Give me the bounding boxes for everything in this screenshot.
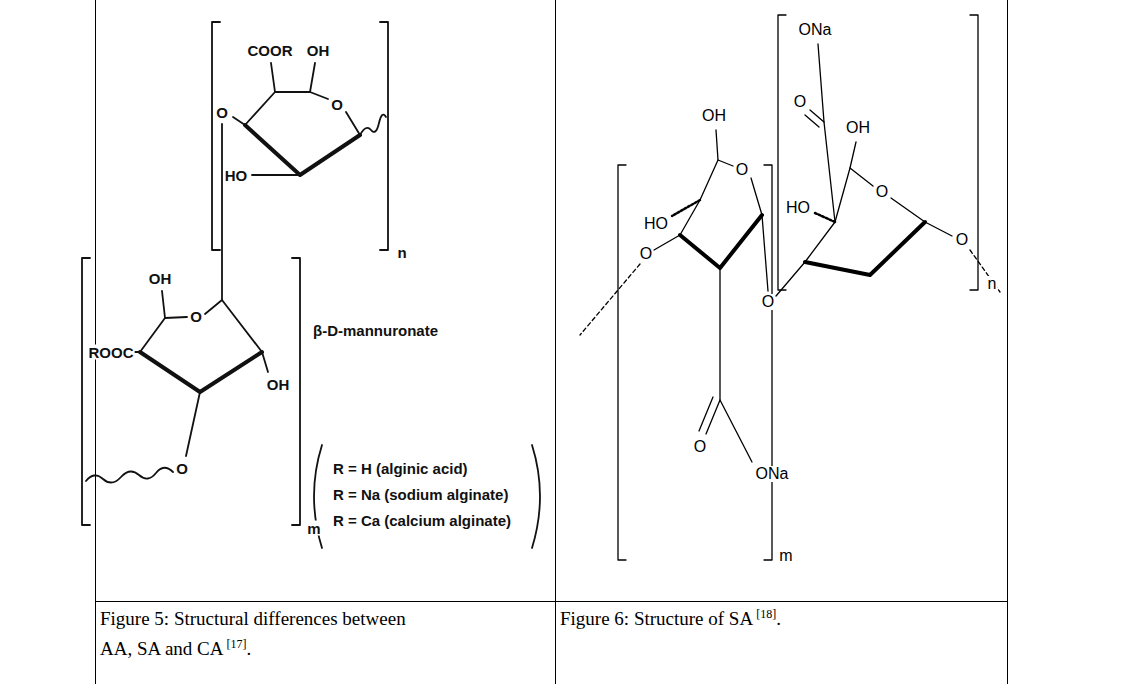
bracket [764,165,772,560]
bond [850,142,856,168]
bracket [82,258,90,525]
wavy-bond [86,468,173,483]
bond [720,400,752,462]
chem-label: n [987,276,998,292]
table-border [95,601,1008,602]
ring-bond-bold [805,222,925,275]
ring-bond [680,160,762,235]
chem-label: R = Na (sodium alginate) [332,487,509,502]
chem-label: ONa [798,22,833,38]
bracket [618,165,626,560]
dashed-bond [580,264,640,335]
bracket [212,22,220,250]
citation-ref: [17] [227,637,247,651]
caption-text: Figure 5: Structural differences between… [100,608,406,659]
bond [716,130,718,160]
ring-bond [805,168,925,262]
bond [162,291,165,318]
chem-label: O [215,105,229,120]
chem-label: R = H (alginic acid) [332,461,469,476]
sodium-alginate-structure [580,15,1000,560]
bond [252,174,300,176]
table-border [1007,0,1008,684]
ring-bond-bold [140,352,262,392]
chem-label: n [396,245,407,260]
bond [233,117,245,125]
bond [818,44,835,222]
parenthesis [532,445,540,548]
chem-label: ONa [755,466,790,482]
carboxylate-bond [805,110,824,127]
glycosidic-bond [221,124,223,300]
bond [262,352,268,372]
chem-label: OH [148,271,173,286]
caption-text: . [776,608,781,629]
bond [310,63,315,92]
chem-label: ROOC [88,345,135,360]
table-grid [95,0,1008,684]
chem-label: HO [224,168,249,183]
citation-ref: [18] [756,607,776,621]
chem-label: COOR [247,43,294,58]
bracket [380,22,388,250]
chem-label: OH [701,108,727,124]
ring-bond-bold [680,215,762,268]
hashed-bond [672,200,700,216]
figure-caption: Figure 5: Structural differences between… [100,604,422,664]
ring-bond [140,300,262,352]
hashed-bond [815,213,835,222]
chem-label: HO [643,216,669,232]
caption-text: . [247,638,252,659]
table-border [555,0,556,684]
chem-label: O [955,232,969,248]
caption-text: Figure 6: Structure of SA [560,608,753,629]
chem-label: m [306,521,321,536]
table-border [95,0,96,684]
dashed-bond [970,250,1000,292]
bracket [970,15,978,290]
ring-bond-bold [245,125,360,175]
wavy-bond [360,115,386,135]
bond [776,262,805,296]
bracket [778,15,786,290]
bond [271,63,275,92]
alginate-structure-scan [82,22,540,548]
chem-label: O [735,162,749,178]
chem-label: O [639,246,653,262]
chem-label: m [778,548,793,564]
bond [925,222,952,236]
bond [186,392,200,456]
chem-label: OH [266,377,291,392]
chem-label: O [761,294,775,310]
bond [762,215,768,291]
ring-bond [245,92,360,135]
chem-label: HO [785,200,811,216]
bond [135,351,140,353]
chem-label: R = Ca (calcium alginate) [332,513,512,528]
chem-label: OH [306,43,331,58]
chem-label: β-D-mannuronate [312,323,439,338]
chem-label: O [875,184,889,200]
chem-label: O [793,94,807,110]
figure-caption: Figure 6: Structure of SA[18]. [560,604,990,634]
chem-label: O [175,461,189,476]
chem-label: O [330,97,344,112]
carboxylate-bond [699,268,720,434]
chem-label: O [189,309,203,324]
bond [654,235,680,250]
bracket [292,258,300,525]
chem-label: O [693,439,707,455]
chem-label: OH [845,120,871,136]
